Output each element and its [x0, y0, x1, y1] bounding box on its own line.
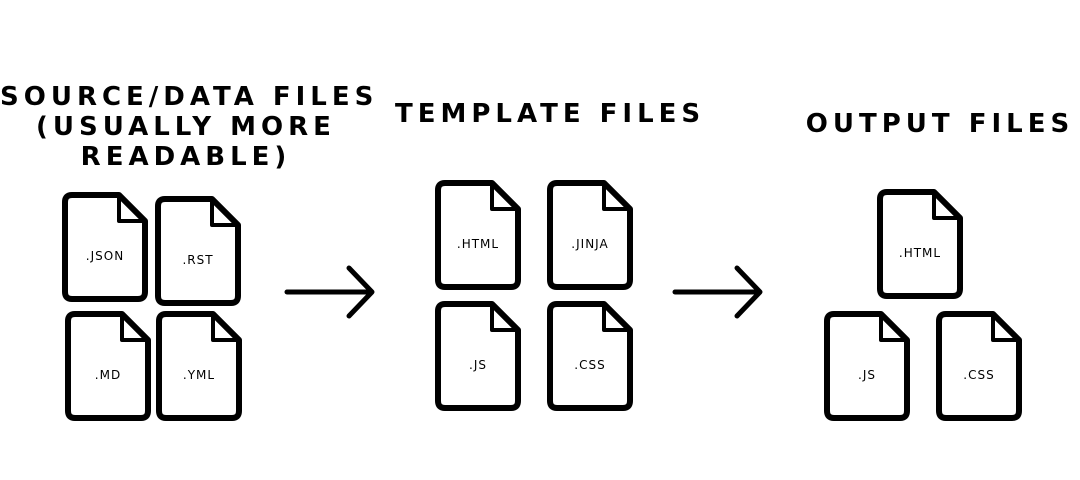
file-extension-label: .CSS	[963, 368, 995, 382]
file-extension-label: .HTML	[898, 246, 942, 260]
document-icon	[547, 301, 633, 411]
source-heading-line-2: (USUALLY MORE	[36, 112, 336, 142]
document-icon	[435, 301, 521, 411]
template-heading-line-1: TEMPLATE FILES	[395, 99, 706, 129]
document-icon	[877, 189, 963, 299]
right-arrow-icon	[284, 265, 375, 319]
output-file-html: .HTML	[877, 189, 963, 299]
source-heading-line-3: READABLE)	[80, 142, 292, 172]
document-icon	[547, 180, 633, 290]
file-extension-label: .HTML	[456, 237, 500, 251]
document-icon	[435, 180, 521, 290]
file-extension-label: .YML	[182, 368, 216, 382]
output-file-js: .JS	[824, 311, 910, 421]
flow-arrow-source-to-template	[284, 265, 377, 319]
template-file-js: .JS	[435, 301, 521, 411]
source-files-heading: SOURCE/DATA FILES (USUALLY MORE READABLE…	[0, 82, 379, 172]
output-files-heading: OUTPUT FILES	[805, 109, 1075, 139]
source-file-yml: .YML	[156, 311, 242, 421]
document-icon	[155, 196, 241, 306]
flow-arrow-template-to-output	[672, 265, 765, 319]
right-arrow-icon	[672, 265, 763, 319]
source-file-md: .MD	[65, 311, 151, 421]
document-icon	[62, 192, 148, 302]
source-file-rst: .RST	[155, 196, 241, 306]
template-file-jinja: .JINJA	[547, 180, 633, 290]
document-icon	[936, 311, 1022, 421]
source-file-json: .JSON	[62, 192, 148, 302]
file-extension-label: .JS	[858, 368, 876, 382]
document-icon	[65, 311, 151, 421]
file-extension-label: .RST	[182, 253, 214, 267]
output-heading-line-1: OUTPUT FILES	[805, 109, 1075, 139]
file-extension-label: .JS	[469, 358, 487, 372]
file-extension-label: .CSS	[574, 358, 606, 372]
file-extension-label: .JSON	[85, 249, 125, 263]
document-icon	[824, 311, 910, 421]
template-files-heading: TEMPLATE FILES	[395, 99, 705, 129]
document-icon	[156, 311, 242, 421]
template-file-html: .HTML	[435, 180, 521, 290]
template-file-css: .CSS	[547, 301, 633, 411]
source-heading-line-1: SOURCE/DATA FILES	[0, 82, 379, 112]
output-file-css: .CSS	[936, 311, 1022, 421]
file-extension-label: .JINJA	[571, 237, 609, 251]
file-extension-label: .MD	[94, 368, 122, 382]
